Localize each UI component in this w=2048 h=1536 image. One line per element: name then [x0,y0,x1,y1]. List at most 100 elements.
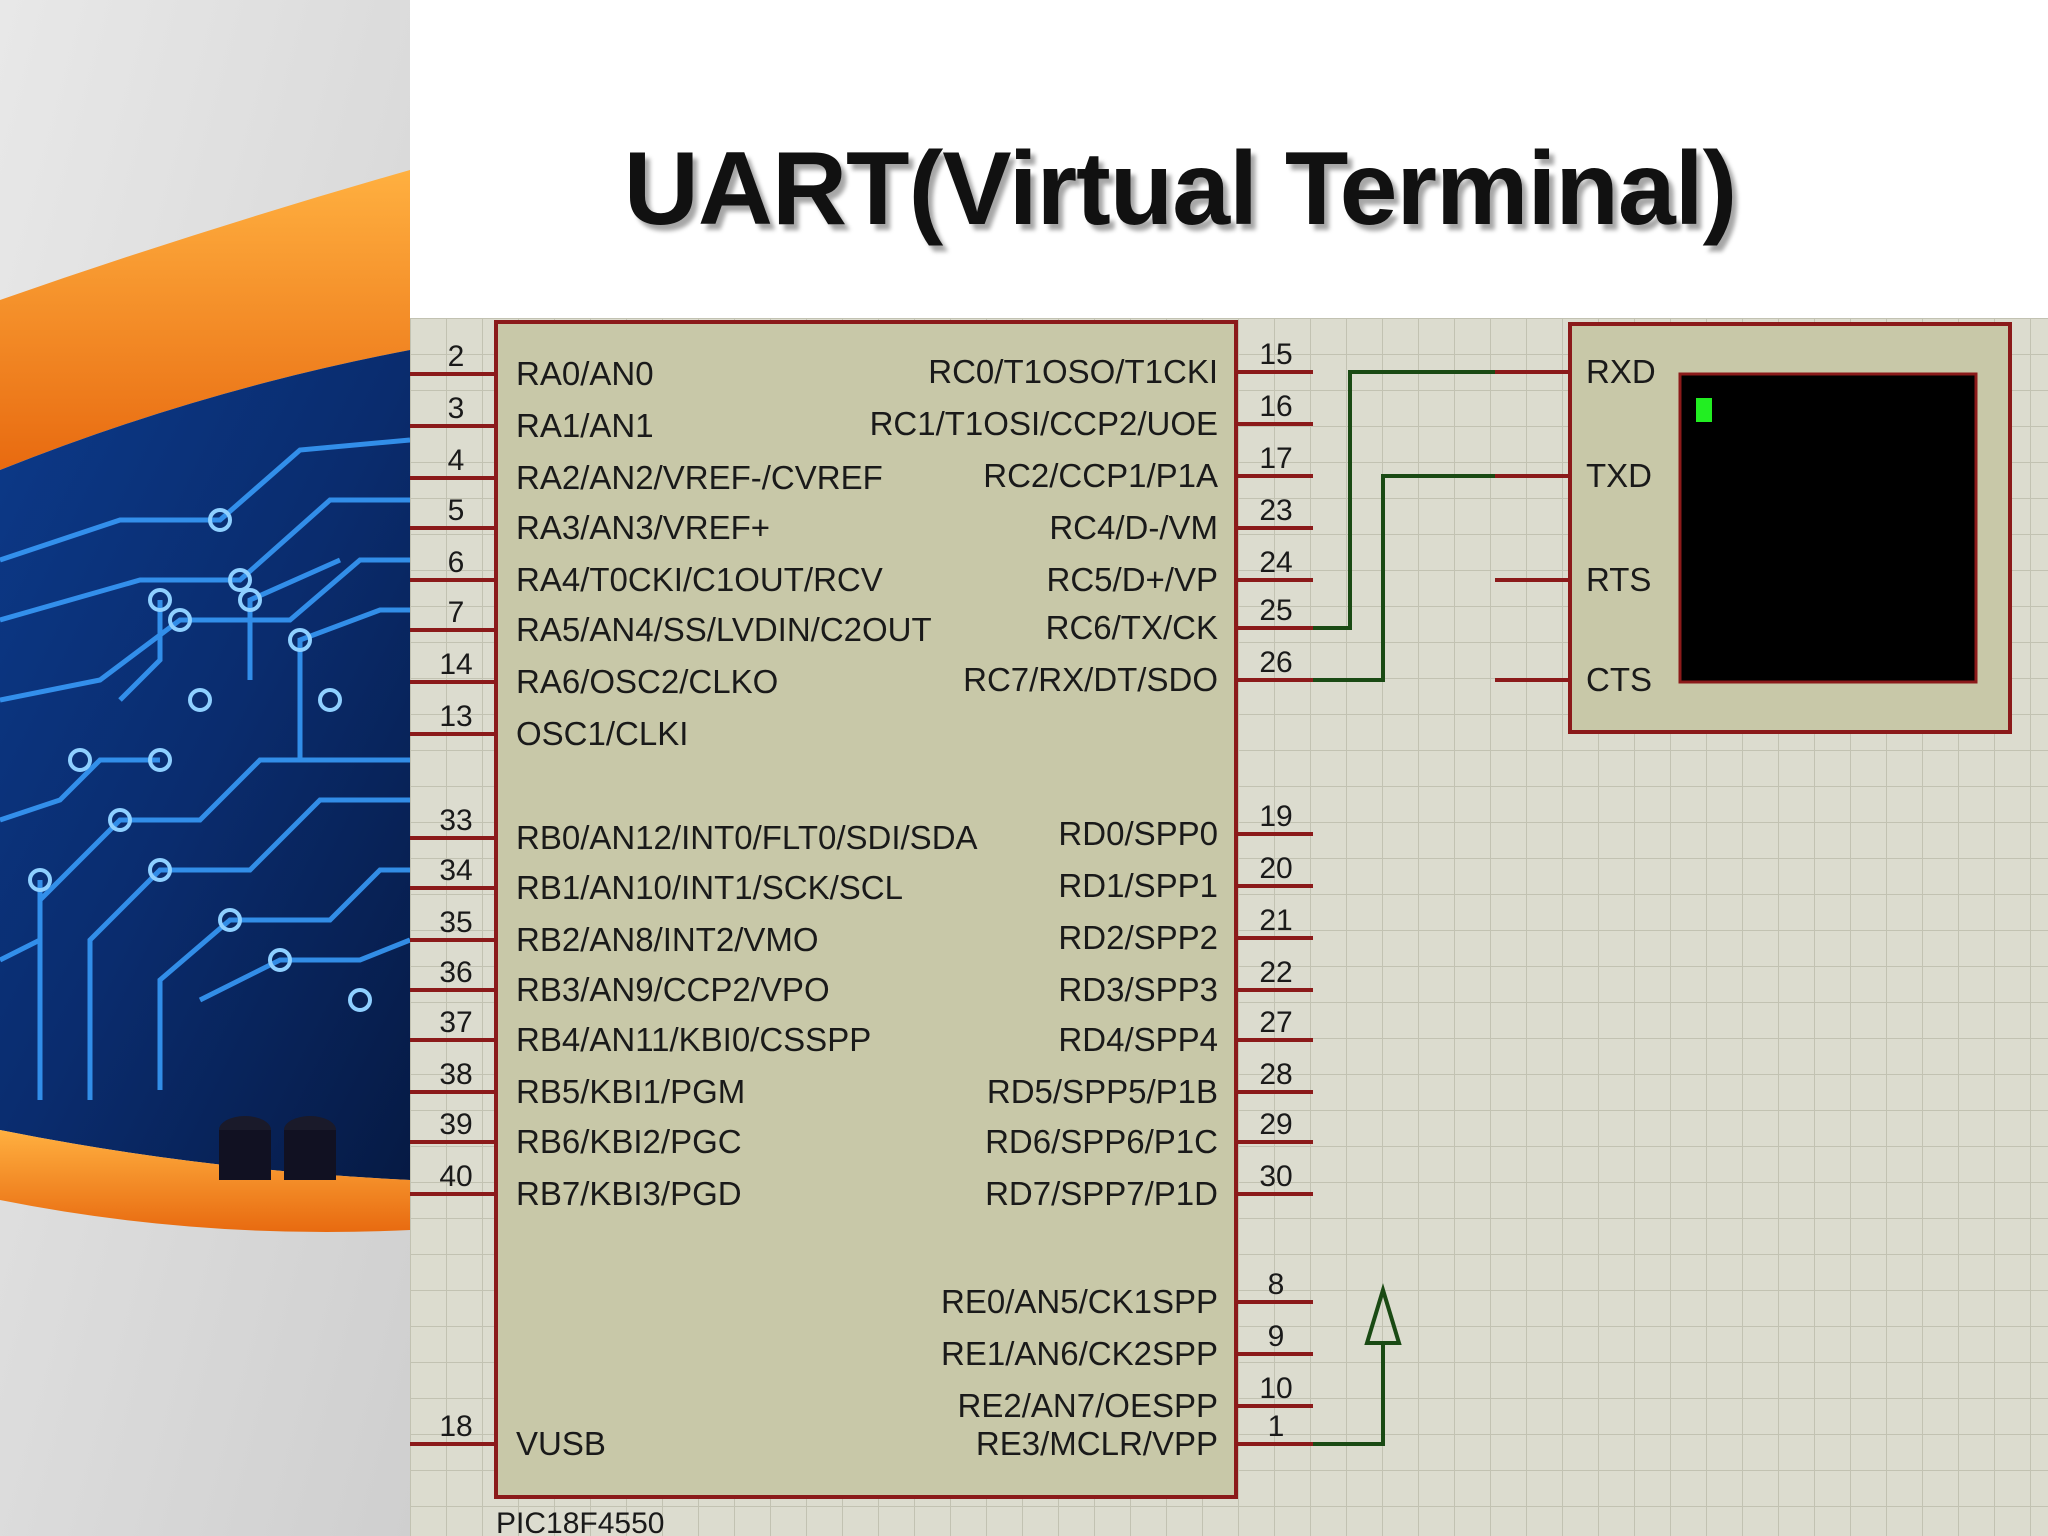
wire-mclr-to-power [1313,1343,1385,1446]
pin-label: RC0/T1OSO/T1CKI [928,353,1218,390]
pin-label: RTS [1586,561,1651,598]
mcu-left-pin: 38 RB5/KBI1/PGM [410,1058,745,1110]
pin-label: RD4/SPP4 [1058,1021,1218,1058]
pin-label: RC5/D+/VP [1047,561,1218,598]
pin-label: RA5/AN4/SS/LVDIN/C2OUT [516,611,932,648]
circuit-board-image [0,350,410,1180]
pin-number: 22 [1259,956,1292,989]
terminal-screen [1678,372,1978,684]
pin-number: 37 [439,1006,472,1039]
pin-number: 39 [439,1108,472,1141]
pin-number: 30 [1259,1160,1292,1193]
pin-label: RB5/KBI1/PGM [516,1073,745,1110]
mcu-left-pin: 33 RB0/AN12/INT0/FLT0/SDI/SDA [410,804,978,856]
mcu-left-pin: 39 RB6/KBI2/PGC [410,1108,742,1160]
mcu-left-pin: 35 RB2/AN8/INT2/VMO [410,906,819,958]
pin-number: 15 [1259,338,1292,371]
pin-label: TXD [1586,457,1652,494]
pin-number: 8 [1268,1268,1285,1301]
terminal-pin-txd: TXD [1495,457,1652,494]
circuit-traces [0,437,410,1100]
pin-number: 21 [1259,904,1292,937]
mcu-right-pin: 20 RD1/SPP1 [1058,852,1313,904]
terminal-pin-rts: RTS [1495,561,1651,598]
pin-label: VUSB [516,1425,606,1462]
pin-label: RA2/AN2/VREF-/CVREF [516,459,883,496]
wire-rx-to-txd [1313,474,1495,682]
mcu-left-pin: 40 RB7/KBI3/PGD [410,1160,742,1212]
pin-label: OSC1/CLKI [516,715,688,752]
pin-label: RD5/SPP5/P1B [987,1073,1218,1110]
pin-label: RB4/AN11/KBI0/CSSPP [516,1021,871,1058]
pin-number: 7 [448,596,465,629]
pin-label: RB6/KBI2/PGC [516,1123,742,1160]
mcu-right-pins: 15 RC0/T1OSO/T1CKI 16 RC1/T1OSI/CCP2/UOE17R… [870,338,1313,1462]
mcu-left-pin: 14 RA6/OSC2/CLKO [410,648,778,700]
pin-number: 14 [439,648,472,681]
pin-label: RA6/OSC2/CLKO [516,663,778,700]
mcu-left-pin: 5 RA3/AN3/VREF+ [410,494,770,546]
pin-number: 1 [1268,1410,1285,1443]
pin-number: 20 [1259,852,1292,885]
pin-label: RD3/SPP3 [1058,971,1218,1008]
capacitor-icons [219,1116,336,1180]
pin-label: RB0/AN12/INT0/FLT0/SDI/SDA [516,819,978,856]
mcu-right-pin: 21 RD2/SPP2 [1058,904,1313,956]
pin-number: 3 [448,392,465,425]
pin-label: RB3/AN9/CCP2/VPO [516,971,830,1008]
pin-number: 29 [1259,1108,1292,1141]
pin-number: 25 [1259,594,1292,627]
pin-number: 33 [439,804,472,837]
pin-label: RB7/KBI3/PGD [516,1175,742,1212]
pin-number: 5 [448,494,465,527]
pin-label: RB2/AN8/INT2/VMO [516,921,819,958]
pin-label: RC1/T1OSI/CCP2/UOE [870,405,1218,442]
mcu-left-pin: 36 RB3/AN9/CCP2/VPO [410,956,830,1008]
pin-label: RB1/AN10/INT1/SCK/SCL [516,869,903,906]
mcu-chip-body [494,320,1238,1499]
pin-number: 26 [1259,646,1292,679]
pin-label: RE1/AN6/CK2SPP [941,1335,1218,1372]
pin-number: 38 [439,1058,472,1091]
wire-tx-to-rxd [1313,370,1495,630]
pin-number: 36 [439,956,472,989]
pin-number: 9 [1268,1320,1285,1353]
circuit-pads [28,508,372,1012]
pin-label: RD1/SPP1 [1058,867,1218,904]
power-terminal-icon [1364,1283,1402,1345]
mcu-right-pin: 16 RC1/T1OSI/CCP2/UOE [870,390,1313,442]
pin-number: 28 [1259,1058,1292,1091]
mcu-right-pin: 24 RC5/D+/VP [1047,546,1313,598]
pin-number: 4 [448,444,465,477]
mcu-right-pin: 9 RE1/AN6/CK2SPP [941,1320,1313,1372]
pin-label: RA0/AN0 [516,355,654,392]
mcu-right-pin: 22 RD3/SPP3 [1058,956,1313,1008]
pin-number: 40 [439,1160,472,1193]
pin-label: RC2/CCP1/P1A [983,457,1218,494]
pin-number: 35 [439,906,472,939]
sidebar-decoration [0,0,410,1536]
slide-title: UART(Virtual Terminal) [623,131,1738,247]
pin-number: 24 [1259,546,1292,579]
pin-label: RD0/SPP0 [1058,815,1218,852]
pin-label: RD2/SPP2 [1058,919,1218,956]
terminal-cursor [1696,398,1712,422]
pin-label: RA3/AN3/VREF+ [516,509,770,546]
orange-ribbon-bottom [0,1130,410,1232]
pin-number: 16 [1259,390,1292,423]
mcu-left-pin: 7 RA5/AN4/SS/LVDIN/C2OUT [410,596,932,648]
